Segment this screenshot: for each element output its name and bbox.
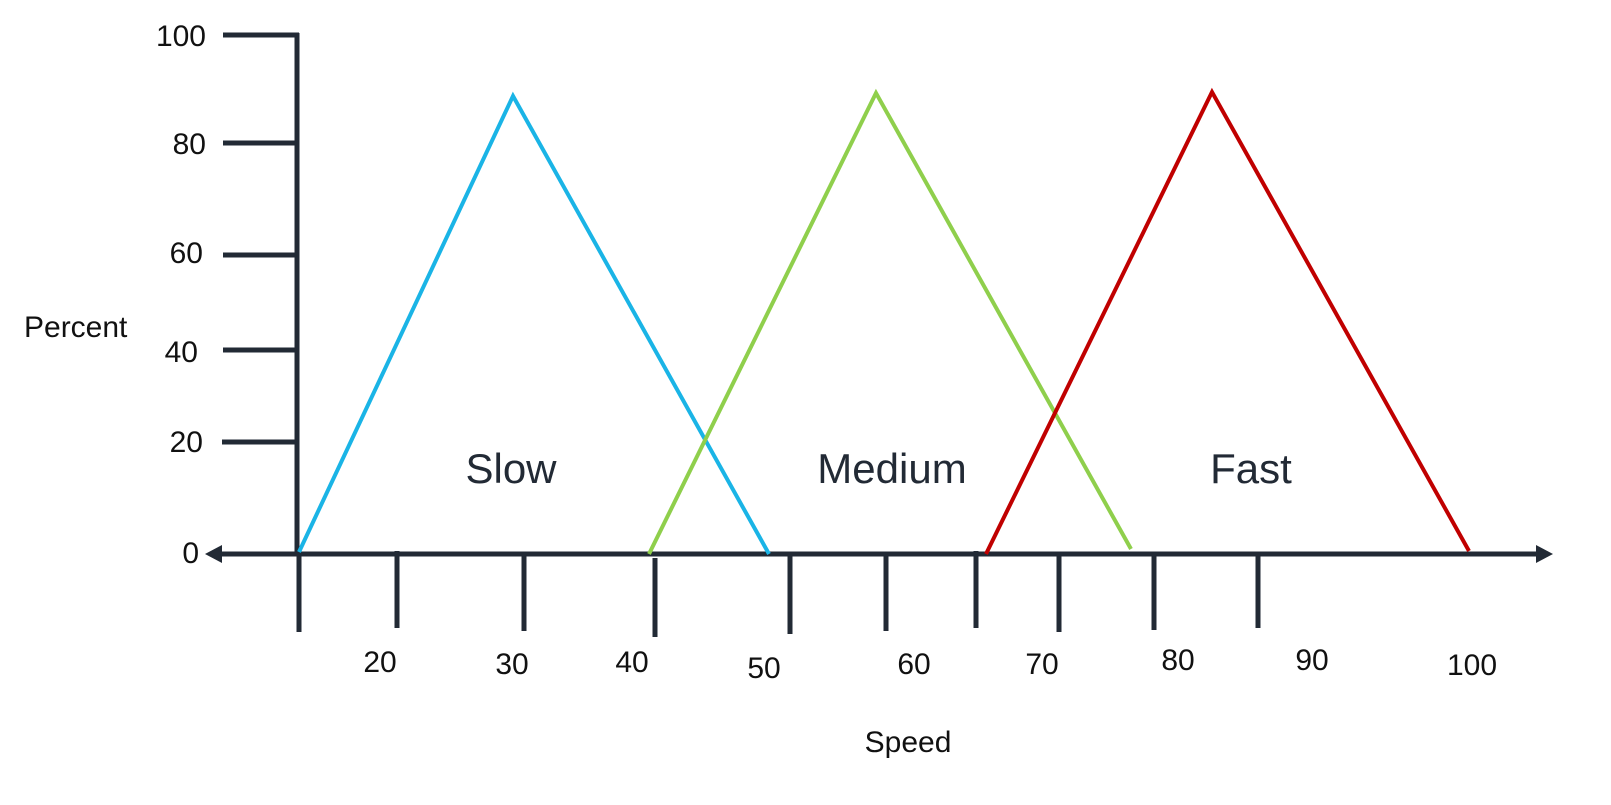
- x-tick-label: 90: [1295, 644, 1328, 677]
- y-axis: [222, 32, 300, 556]
- x-tick-label: 70: [1025, 648, 1058, 681]
- y-tick-label: 0: [182, 537, 199, 570]
- x-tick-label: 20: [363, 646, 396, 679]
- x-tick-label: 80: [1161, 644, 1194, 677]
- label-slow: Slow: [465, 445, 557, 492]
- x-tick-label: 40: [615, 646, 648, 679]
- x-axis: [218, 551, 1540, 637]
- series-slow-line: [297, 91, 771, 555]
- x-tick-label: 100: [1447, 649, 1497, 682]
- y-axis-title: Percent: [24, 311, 128, 344]
- label-fast: Fast: [1210, 445, 1292, 492]
- x-axis-right-arrow-icon: [1536, 545, 1553, 563]
- label-medium: Medium: [817, 445, 966, 492]
- series-fast-line: [984, 87, 1471, 555]
- x-tick-labels: 20 30 40 50 60 70 80 90 100: [363, 644, 1497, 685]
- series-medium-line: [647, 88, 1133, 555]
- y-tick-label: 80: [173, 128, 206, 161]
- y-tick-labels: 100 80 60 40 20 0: [156, 20, 206, 570]
- y-tick-label: 40: [165, 336, 198, 369]
- x-axis-left-arrow-icon: [205, 545, 222, 563]
- y-tick-label: 60: [170, 237, 203, 270]
- y-tick-label: 20: [170, 426, 203, 459]
- x-axis-title: Speed: [865, 726, 952, 759]
- x-tick-label: 50: [747, 652, 780, 685]
- x-tick-label: 60: [897, 648, 930, 681]
- x-tick-label: 30: [495, 648, 528, 681]
- y-tick-label: 100: [156, 20, 206, 53]
